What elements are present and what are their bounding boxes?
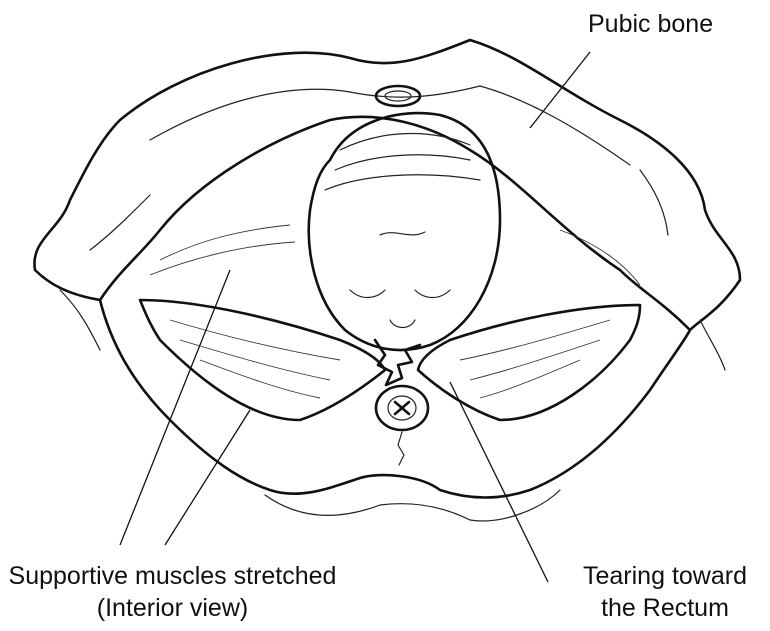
tearing-leader <box>450 382 548 582</box>
supportive-muscles-line1: Supportive muscles stretched <box>0 560 345 592</box>
tearing-line2: the Rectum <box>560 592 770 624</box>
pubic-bone-label: Pubic bone <box>588 8 713 40</box>
supportive-muscles-line2: (Interior view) <box>0 592 345 624</box>
pelvic-bone-outline <box>34 40 740 330</box>
right-muscle <box>418 305 640 420</box>
supportive-leader-2 <box>165 410 250 545</box>
supportive-muscles-label: Supportive muscles stretched (Interior v… <box>0 560 345 624</box>
lower-pelvic-outline <box>100 300 690 498</box>
tearing-label: Tearing toward the Rectum <box>560 560 770 624</box>
pubic-bone-leader <box>530 52 590 128</box>
tearing-line1: Tearing toward <box>560 560 770 592</box>
baby-head <box>309 113 500 350</box>
supportive-leader-1 <box>120 270 230 545</box>
